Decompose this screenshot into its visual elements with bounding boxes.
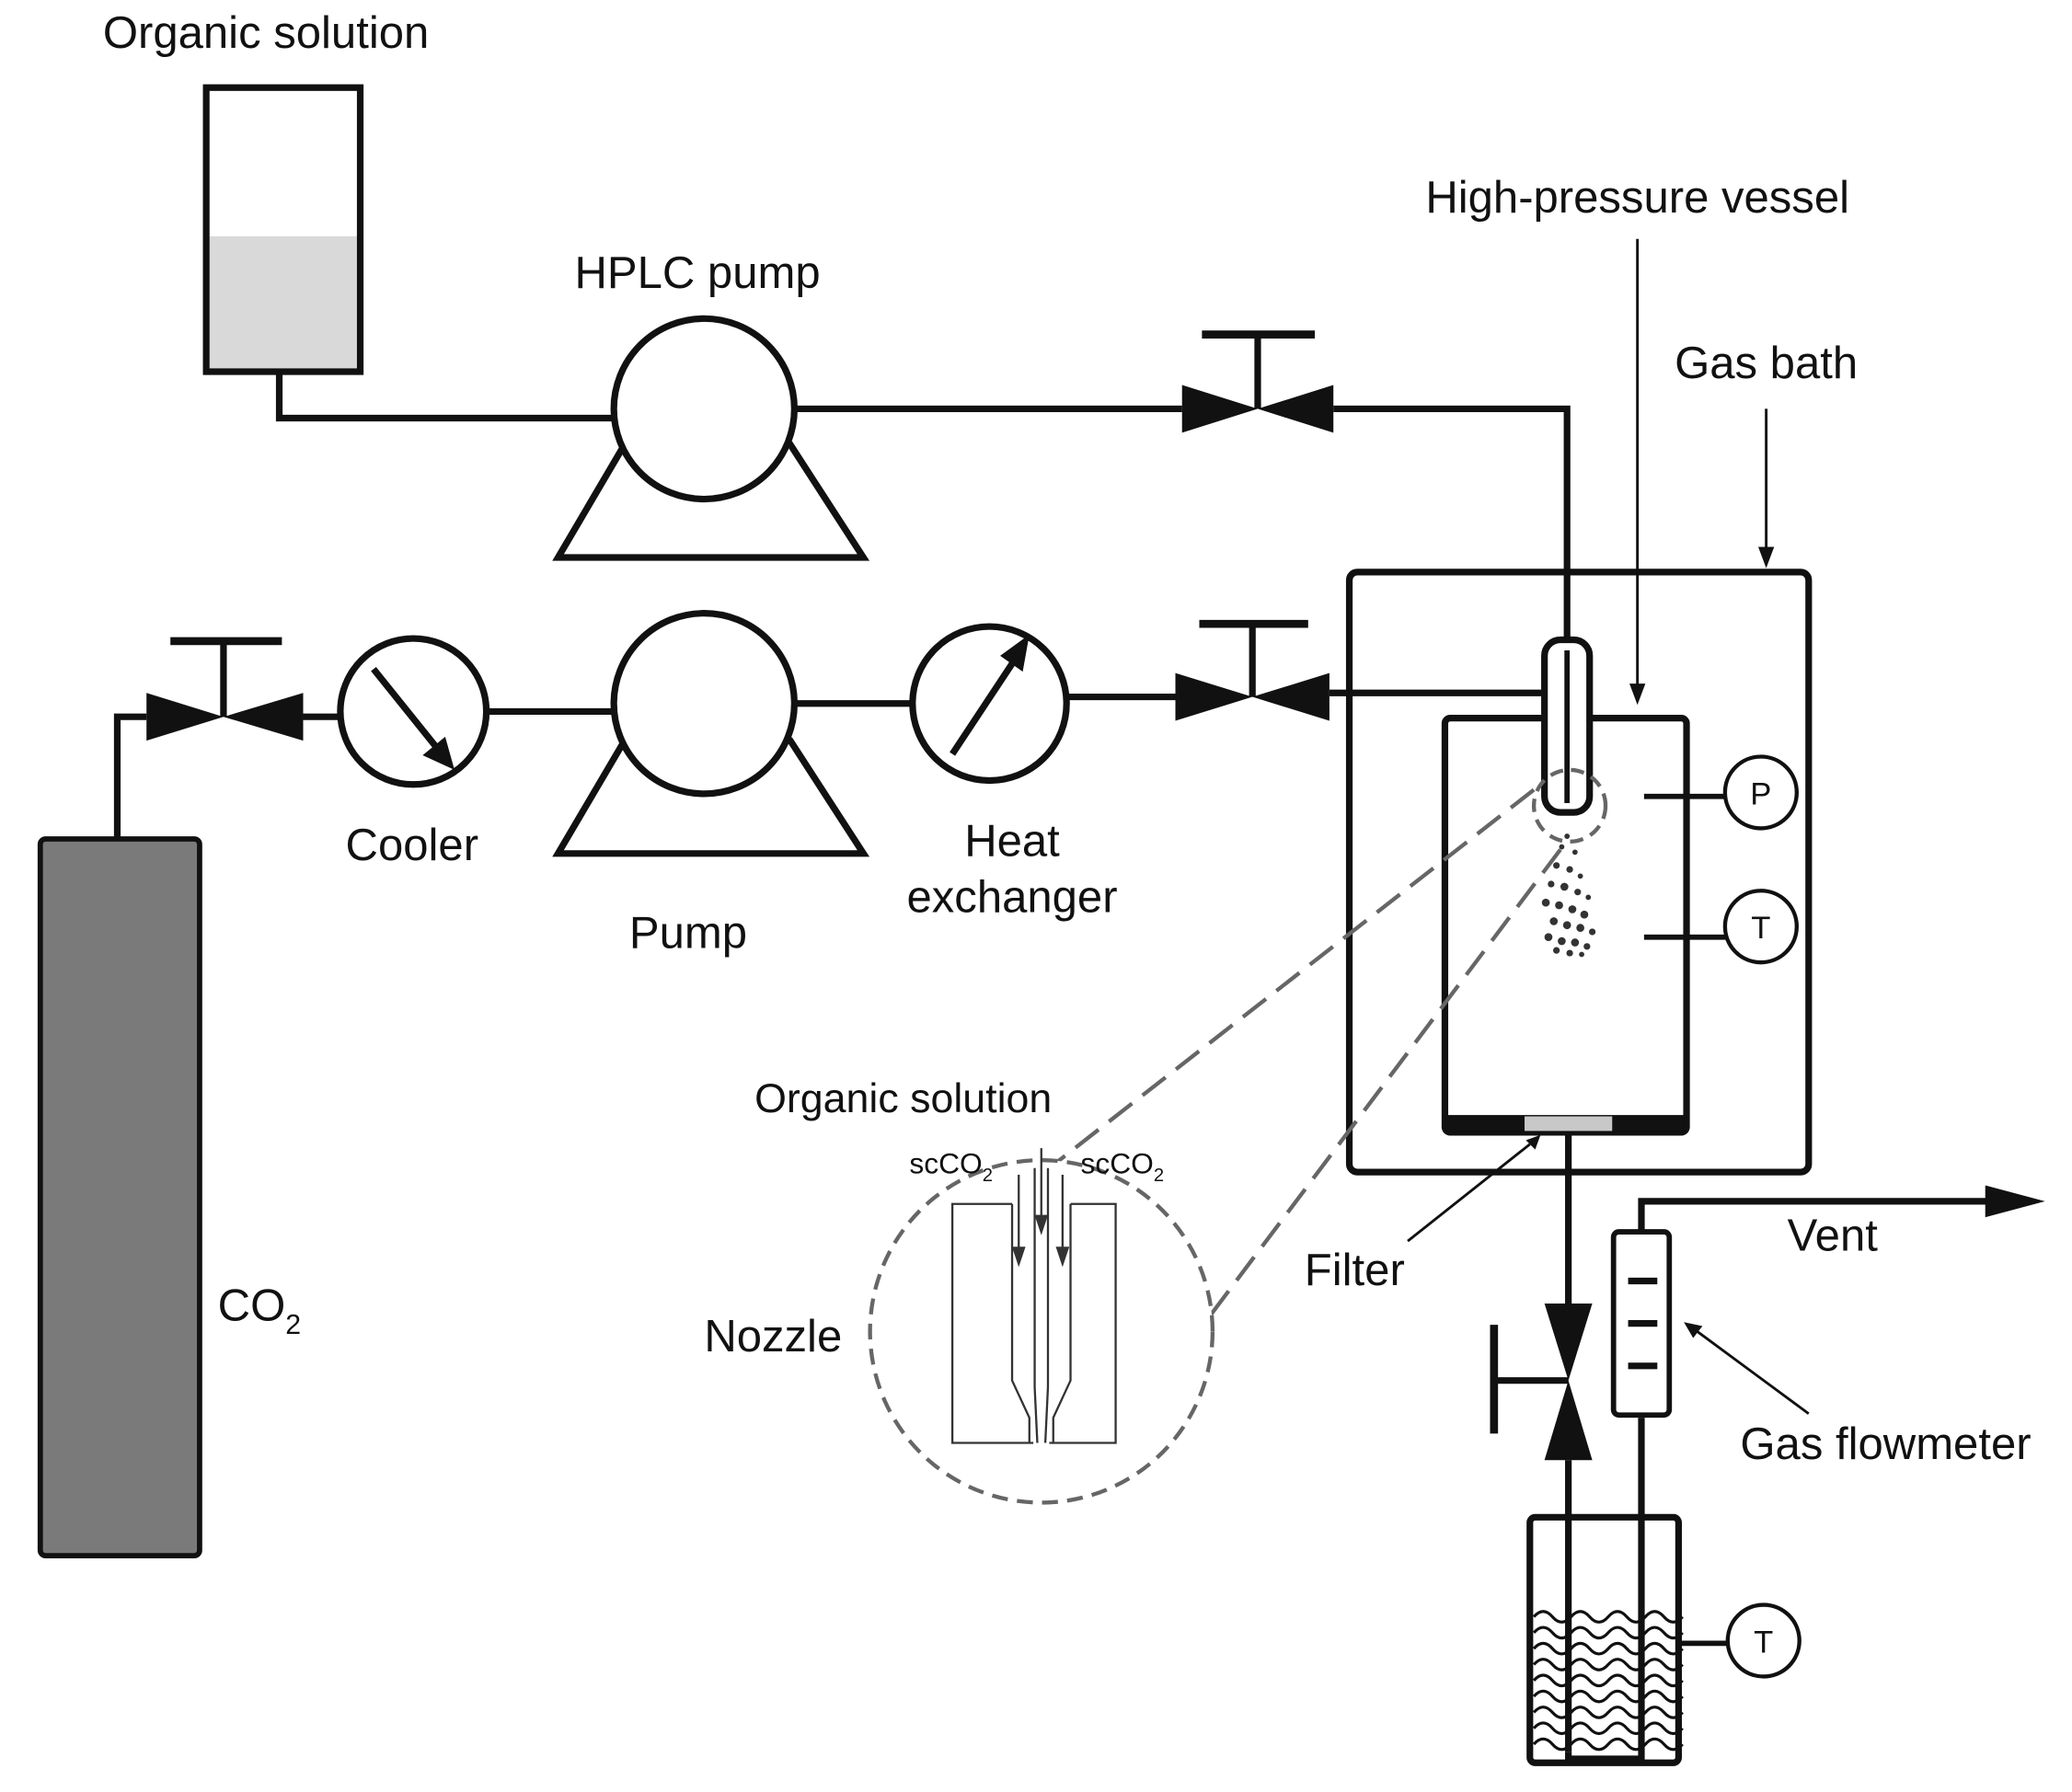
top-valve: [1181, 330, 1334, 433]
organic-solution-reservoir: [202, 84, 364, 375]
vessel-temperature-gauge: [1643, 889, 1799, 965]
gas-bath: [1345, 569, 1813, 1176]
pump-label: Pump: [629, 908, 747, 958]
cooler: [337, 635, 490, 788]
heat-exchanger-label-line1: Heat: [964, 817, 1060, 867]
gas-bath-label: Gas bath: [1675, 339, 1858, 388]
trap-temperature-gauge: [1678, 1602, 1801, 1679]
hplc-pump: [552, 315, 870, 561]
co2-valve: [146, 637, 304, 741]
reservoir-to-hplc-line: [275, 372, 615, 422]
co2-pump: [552, 610, 870, 857]
co2-inlet-valve: [1175, 619, 1330, 721]
nozzle-tube: [1541, 636, 1594, 816]
vent-label: Vent: [1788, 1211, 1879, 1260]
gas-flowmeter-label: Gas flowmeter: [1740, 1419, 2031, 1469]
filter-pointer-arrow: [1407, 1134, 1541, 1243]
heat-exchanger-label-line2: exchanger: [907, 872, 1118, 922]
co2-cylinder: [37, 836, 202, 1559]
gas-flowmeter: [1610, 1229, 1673, 1419]
filter-label: Filter: [1305, 1246, 1405, 1295]
organic-feed-line: [1333, 405, 1571, 651]
nozzle-detail-circle: [868, 1157, 1215, 1505]
gas-bath-pointer-arrow: [1757, 408, 1775, 569]
cooler-label: Cooler: [346, 821, 478, 870]
vessel-temperature-gauge-label: T: [1751, 911, 1770, 946]
organic-solution-label: Organic solution: [103, 8, 429, 58]
spray-particles: [1541, 833, 1596, 958]
high-pressure-vessel-label: High-pressure vessel: [1425, 173, 1849, 223]
co2-label: CO2: [218, 1281, 301, 1340]
filter: [1525, 1116, 1613, 1131]
co2-outlet-line: [113, 713, 147, 839]
pressure-gauge: [1643, 754, 1799, 831]
organic-solution-inset-label: Organic solution: [754, 1076, 1052, 1121]
outlet-valve: [1490, 1303, 1593, 1461]
scco2-right-label: scCO2: [1081, 1147, 1165, 1187]
scco2-left-label: scCO2: [909, 1147, 993, 1187]
pressure-gauge-label: P: [1750, 776, 1771, 811]
nozzle-detail-drawing: [950, 1148, 1117, 1444]
nozzle-label: Nozzle: [704, 1312, 842, 1361]
vent-line: [1638, 1198, 1992, 1233]
vessel-pointer-arrow: [1629, 238, 1646, 706]
zoom-source-circle: [1531, 767, 1608, 844]
vent-arrowhead: [1985, 1185, 2045, 1218]
heat-exchanger: [909, 623, 1070, 785]
trap-temperature-gauge-label: T: [1754, 1625, 1773, 1660]
flowmeter-pointer-arrow: [1684, 1322, 1810, 1415]
cold-trap: [1526, 1418, 1684, 1766]
hplc-pump-label: HPLC pump: [574, 248, 820, 298]
zoom-guide-lines: [1048, 787, 1562, 1315]
